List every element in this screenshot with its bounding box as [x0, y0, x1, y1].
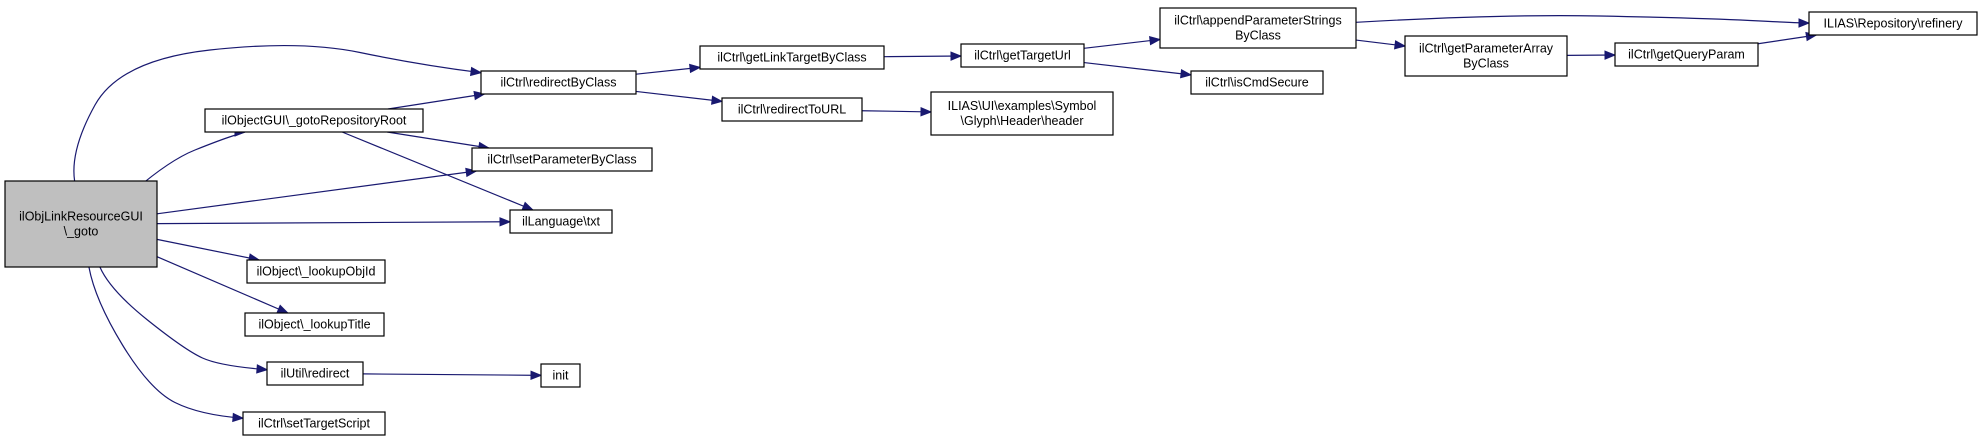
edge-root-setTargetScript — [88, 266, 244, 419]
node-box — [266, 361, 364, 386]
node-label: ILIAS\UI\examples\Symbol — [948, 99, 1097, 113]
arrowhead-redirectByClass-getLinkTargetByClass — [689, 63, 702, 74]
node-redirectToURL[interactable]: ilCtrl\redirectToURL — [721, 97, 863, 122]
node-label: ilCtrl\getQueryParam — [1628, 48, 1745, 62]
node-init[interactable]: init — [540, 363, 581, 388]
node-getQueryParam[interactable]: ilCtrl\getQueryParam — [1614, 42, 1759, 67]
node-label: ilObject\_lookupTitle — [258, 318, 370, 332]
edge-getLinkTargetByClass-getTargetUrl — [883, 55, 962, 58]
node-utilRedirect[interactable]: ilUtil\redirect — [266, 361, 364, 386]
arrowhead-getTargetUrl-appendParam — [1149, 35, 1162, 46]
arrowhead-redirectToURL-symbolHeader — [920, 106, 933, 117]
node-box — [699, 45, 885, 70]
node-box — [1404, 35, 1568, 77]
edge-gotoRepoRoot-setParameterByClass — [387, 131, 489, 149]
edge-root-redirectByClass — [73, 44, 482, 182]
edge-root-lookupTitle — [156, 256, 289, 314]
edges-layer — [73, 15, 1818, 423]
node-lookupTitle[interactable]: ilObject\_lookupTitle — [244, 312, 385, 337]
node-box — [244, 312, 385, 337]
nodes-layer: ilObjLinkResourceGUI\_goto ilObjectGUI\_g… — [4, 7, 1978, 436]
node-label: \Glyph\Header\header — [961, 114, 1084, 128]
edge-root-utilRedirect — [99, 266, 268, 371]
node-box — [246, 259, 386, 284]
node-label: ilCtrl\getTargetUrl — [974, 49, 1071, 63]
arrowhead-getTargetUrl-isCmdSecure — [1180, 68, 1193, 79]
edge-appendParam-refinery — [1355, 15, 1810, 24]
node-box — [204, 108, 424, 133]
node-label: ilObjLinkResourceGUI — [19, 210, 143, 224]
node-box — [960, 43, 1085, 68]
node-label: ilCtrl\setParameterByClass — [487, 153, 636, 167]
arrowhead-root-setTargetScript — [232, 412, 245, 423]
node-box — [1614, 42, 1759, 67]
arrowhead-redirectByClass-redirectToURL — [711, 95, 724, 105]
edge-root-txt — [156, 221, 511, 225]
node-box — [721, 97, 863, 122]
node-symbolHeader[interactable]: ILIAS\UI\examples\Symbol\Glyph\Header\he… — [930, 91, 1114, 136]
node-label: ilCtrl\isCmdSecure — [1205, 76, 1309, 90]
node-box — [1190, 70, 1324, 95]
node-box — [1808, 11, 1978, 36]
node-box — [4, 180, 158, 268]
edge-root-lookupObjId — [156, 238, 260, 261]
node-label: ilCtrl\appendParameterStrings — [1174, 14, 1341, 28]
node-label: ByClass — [1235, 29, 1281, 43]
node-label: ilCtrl\setTargetScript — [258, 417, 370, 431]
edge-getTargetUrl-appendParam — [1083, 38, 1161, 49]
edge-getTargetUrl-isCmdSecure — [1083, 61, 1192, 76]
node-label: ilLanguage\txt — [522, 215, 600, 229]
arrowhead-root-txt — [499, 217, 512, 227]
node-label: ByClass — [1463, 57, 1509, 71]
node-label: init — [553, 369, 570, 383]
node-redirectByClass[interactable]: ilCtrl\redirectByClass — [480, 70, 637, 95]
node-box — [509, 209, 613, 234]
edge-utilRedirect-init — [362, 373, 542, 376]
node-getLinkTargetByClass[interactable]: ilCtrl\getLinkTargetByClass — [699, 45, 885, 70]
node-gotoRepoRoot[interactable]: ilObjectGUI\_gotoRepositoryRoot — [204, 108, 424, 133]
node-label: ilCtrl\redirectToURL — [738, 103, 846, 117]
edge-redirectByClass-redirectToURL — [635, 90, 723, 103]
arrowhead-getParamArray-getQueryParam — [1604, 50, 1617, 60]
arrowhead-utilRedirect-init — [530, 370, 543, 380]
node-refinery[interactable]: ILIAS\Repository\refinery — [1808, 11, 1978, 36]
edge-gotoRepoRoot-txt — [341, 131, 534, 211]
arrowhead-gotoRepoRoot-txt — [521, 201, 535, 211]
node-box — [930, 91, 1114, 136]
node-txt[interactable]: ilLanguage\txt — [509, 209, 613, 234]
node-label: ilObject\_lookupObjId — [257, 265, 376, 279]
node-label: ilObjectGUI\_gotoRepositoryRoot — [222, 114, 407, 128]
arrowhead-root-utilRedirect — [256, 364, 269, 374]
arrowhead-appendParam-getParamArray — [1394, 40, 1407, 50]
arrowhead-getLinkTargetByClass-getTargetUrl — [950, 51, 963, 61]
node-setTargetScript[interactable]: ilCtrl\setTargetScript — [242, 411, 386, 436]
node-box — [540, 363, 581, 388]
node-isCmdSecure[interactable]: ilCtrl\isCmdSecure — [1190, 70, 1324, 95]
node-getTargetUrl[interactable]: ilCtrl\getTargetUrl — [960, 43, 1085, 68]
node-box — [480, 70, 637, 95]
node-label: ilUtil\redirect — [281, 367, 350, 381]
node-lookupObjId[interactable]: ilObject\_lookupObjId — [246, 259, 386, 284]
node-label: \_goto — [64, 225, 99, 239]
arrowhead-root-lookupTitle — [276, 304, 290, 314]
edge-gotoRepoRoot-redirectByClass — [387, 93, 485, 110]
node-root[interactable]: ilObjLinkResourceGUI\_goto — [4, 180, 158, 268]
node-label: ilCtrl\getParameterArray — [1419, 42, 1554, 56]
node-label: ILIAS\Repository\refinery — [1824, 17, 1964, 31]
node-label: ilCtrl\getLinkTargetByClass — [717, 51, 866, 65]
node-box — [242, 411, 386, 436]
arrowhead-root-redirectByClass — [469, 66, 483, 77]
node-setParameterByClass[interactable]: ilCtrl\setParameterByClass — [471, 147, 653, 172]
node-box — [471, 147, 653, 172]
edge-root-setParameterByClass — [156, 170, 477, 215]
arrowhead-appendParam-refinery — [1798, 18, 1811, 28]
edge-redirectByClass-getLinkTargetByClass — [635, 66, 701, 75]
node-label: ilCtrl\redirectByClass — [501, 76, 617, 90]
edge-redirectToURL-symbolHeader — [861, 110, 932, 113]
node-box — [1159, 7, 1357, 49]
